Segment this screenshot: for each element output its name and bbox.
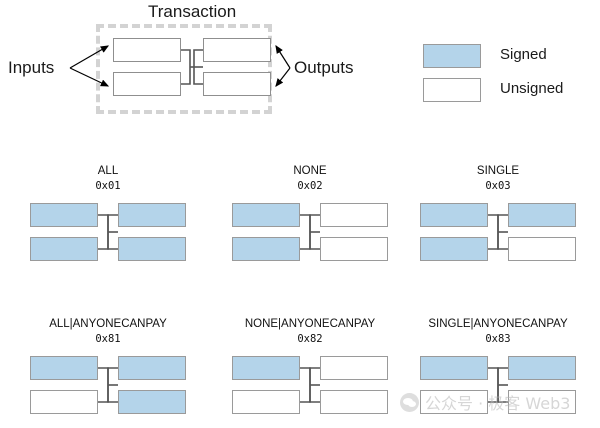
case-output-box-2 [118,237,186,261]
case-hex-code: 0x83 [485,333,511,345]
case-input-box-1 [30,356,98,380]
case-output-box-2 [508,390,576,414]
case-output-box-1 [320,203,388,227]
case-hex-code: 0x03 [485,180,511,192]
case-input-box-1 [420,203,488,227]
case-input-box-2 [420,237,488,261]
sighash-case-all: ALL 0x01 [8,165,208,275]
sighash-case-none: NONE 0x02 [210,165,410,275]
sighash-case-none-anyonecanpay: NONE|ANYONECANPAY 0x82 [210,318,410,428]
hero-output-box-2 [203,72,271,96]
case-name: NONE [293,165,327,177]
case-input-box-2 [232,390,300,414]
case-input-box-2 [232,237,300,261]
case-input-box-1 [420,356,488,380]
case-hex-code: 0x02 [297,180,323,192]
case-name: NONE|ANYONECANPAY [244,318,376,330]
legend-swatch-signed [423,44,481,68]
case-input-box-1 [30,203,98,227]
case-input-box-1 [232,203,300,227]
legend: Signed Unsigned [0,0,600,120]
legend-swatch-unsigned [423,78,481,102]
sighash-case-all-anyonecanpay: ALL|ANYONECANPAY 0x81 [8,318,208,428]
case-input-box-2 [30,390,98,414]
case-name: SINGLE|ANYONECANPAY [428,318,568,330]
case-hex-code: 0x81 [95,333,121,345]
case-name: SINGLE [476,165,520,177]
sighash-case-single: SINGLE 0x03 [398,165,598,275]
case-output-box-1 [118,356,186,380]
case-output-box-1 [320,356,388,380]
legend-label-unsigned: Unsigned [500,80,564,97]
case-output-box-2 [320,237,388,261]
outputs-label: Outputs [294,58,354,77]
transaction-title: Transaction [148,2,237,21]
case-input-box-2 [30,237,98,261]
legend-label-signed: Signed [500,46,547,63]
hero-input-box-2 [113,72,181,96]
hero-input-box-1 [113,38,181,62]
case-output-box-2 [118,390,186,414]
case-hex-code: 0x01 [95,180,121,192]
case-hex-code: 0x82 [297,333,323,345]
case-input-box-2 [420,390,488,414]
case-output-box-1 [118,203,186,227]
case-name: ALL|ANYONECANPAY [49,318,167,330]
case-input-box-1 [232,356,300,380]
case-output-box-1 [508,356,576,380]
case-output-box-2 [320,390,388,414]
case-output-box-1 [508,203,576,227]
inputs-label: Inputs [8,58,55,77]
case-name: ALL [97,165,119,177]
sighash-case-single-anyonecanpay: SINGLE|ANYONECANPAY 0x83 [398,318,598,428]
hero-output-box-1 [203,38,271,62]
case-output-box-2 [508,237,576,261]
